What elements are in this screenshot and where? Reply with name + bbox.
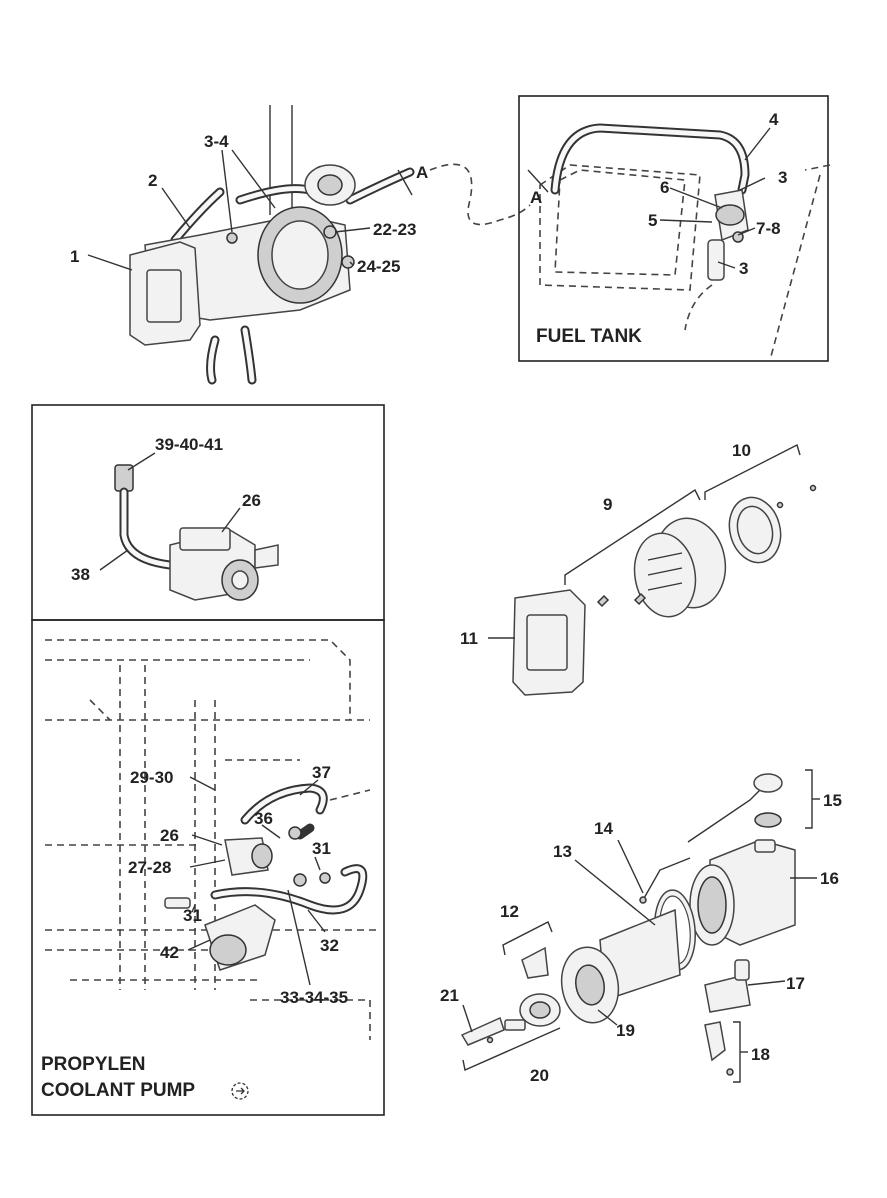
callout-22-23: 22-23 [373,220,416,239]
covers-exploded [512,443,817,696]
callout-12: 12 [500,902,519,921]
callout-10: 10 [732,441,751,460]
coolant-pump-box [31,619,385,1116]
callout-6: 6 [660,178,669,197]
callout-16: 16 [820,869,839,888]
coolant-pump-title-line2: COOLANT PUMP [41,1080,195,1101]
callout-39-40-41: 39-40-41 [155,435,223,454]
callout-17: 17 [786,974,805,993]
callout-a-right: A [530,188,542,207]
callout-38: 38 [71,565,90,584]
callout-37: 37 [312,763,331,782]
callout-3-upper: 3 [778,168,787,187]
fuel-tank-drawing [527,123,831,361]
callout-26-top: 26 [242,491,261,510]
callout-33-34-35: 33-34-35 [280,988,348,1007]
callout-a-left: A [416,163,428,182]
coolant-pump-title-line1: PROPYLEN [41,1054,146,1075]
callout-24-25: 24-25 [357,257,400,276]
callout-14: 14 [594,819,613,838]
callout-20: 20 [530,1066,549,1085]
fuel-tank-title: FUEL TANK [536,326,642,347]
coolant-pump-installation-drawing [45,639,380,1040]
callout-18: 18 [751,1045,770,1064]
callout-4: 4 [769,110,779,129]
callout-42: 42 [160,943,179,962]
callout-32: 32 [320,936,339,955]
callout-31-left: 31 [183,906,202,925]
callout-1: 1 [70,247,79,266]
callout-27-28: 27-28 [128,858,171,877]
callout-19: 19 [616,1021,635,1040]
callout-2: 2 [148,171,157,190]
burner-exploded [460,769,820,1083]
callout-9: 9 [603,495,612,514]
callout-7-8: 7-8 [756,219,781,238]
callout-13: 13 [553,842,572,861]
callout-11: 11 [460,629,478,648]
callout-3-4: 3-4 [204,132,229,151]
callout-26-bottom: 26 [160,826,179,845]
callout-31-right: 31 [312,839,331,858]
callout-5: 5 [648,211,657,230]
heater-assembly [129,105,415,385]
callout-15: 15 [823,791,842,810]
callout-21: 21 [440,986,459,1005]
fuel-tank-box [518,95,829,362]
pump-detail-drawing [114,464,279,601]
callout-36: 36 [254,809,273,828]
callout-29-30: 29-30 [130,768,173,787]
dashed-circle-arrow-icon [231,1082,249,1100]
callout-3-lower: 3 [739,259,748,278]
